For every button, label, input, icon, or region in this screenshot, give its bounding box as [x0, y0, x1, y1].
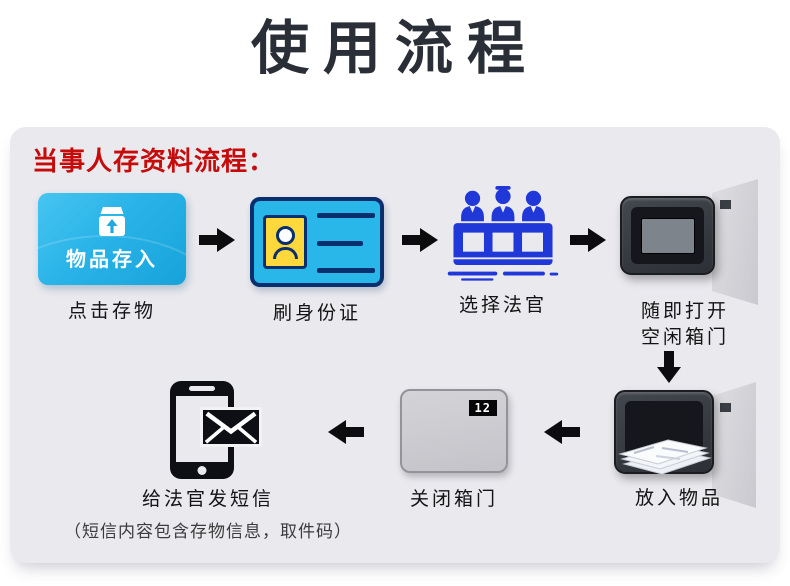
deposit-button-illustration: 物品存入 [38, 193, 186, 285]
right-arrow-icon [570, 227, 606, 253]
step-put-items: 放入物品 [604, 382, 756, 522]
door-handle [720, 200, 732, 210]
sms-note: （短信内容包含存物信息，取件码） [64, 522, 352, 541]
locker-screen [640, 217, 695, 254]
locker-door-icon [712, 179, 758, 305]
person-icon [275, 225, 295, 245]
step-swipe-id: 刷身份证 [246, 197, 388, 327]
panel-heading: 当事人存资料流程： [32, 146, 276, 176]
step-open-locker: 随即打开 空闲箱门 [610, 179, 760, 369]
process-panel: 当事人存资料流程： 物品存入 点击存物 刷身份证 [10, 127, 780, 563]
right-arrow-icon [402, 227, 438, 253]
left-arrow-icon [544, 419, 580, 445]
step4-label-line1: 随即打开 [640, 301, 729, 322]
step-close-door: 12 关闭箱门 [394, 385, 514, 525]
open-locker-icon [620, 196, 715, 275]
id-text-lines [317, 211, 375, 273]
page-title: 使用流程 [250, 16, 539, 81]
right-arrow-icon [199, 227, 235, 253]
step2-label: 刷身份证 [272, 303, 361, 324]
step7-label: 给法官发短信 [141, 489, 274, 510]
step-send-sms: 给法官发短信 （短信内容包含存物信息，取件码） [64, 375, 351, 565]
step4-label-line2: 空闲箱门 [640, 327, 729, 348]
step-select-judge: 选择法官 [438, 185, 568, 319]
step5-label: 放入物品 [634, 488, 723, 509]
step-click-deposit: 物品存入 点击存物 [34, 193, 190, 325]
deposit-box-icon [99, 206, 125, 236]
left-arrow-icon [328, 419, 364, 445]
down-arrow-icon [655, 351, 683, 383]
deposit-button-label: 物品存入 [66, 248, 158, 271]
locker-number-badge: 12 [468, 400, 497, 416]
judges-bench-icon [447, 185, 559, 281]
step1-label: 点击存物 [67, 301, 156, 322]
door-handle [719, 403, 731, 413]
id-photo [263, 215, 307, 269]
documents-stack-icon [618, 439, 712, 475]
closed-locker-icon: 12 [400, 389, 508, 473]
locker-door-icon [712, 382, 756, 508]
step3-label: 选择法官 [458, 295, 547, 316]
step6-label: 关闭箱门 [409, 489, 498, 510]
envelope-icon [200, 407, 262, 447]
open-locker-icon [614, 390, 714, 475]
id-card-icon [250, 197, 384, 287]
